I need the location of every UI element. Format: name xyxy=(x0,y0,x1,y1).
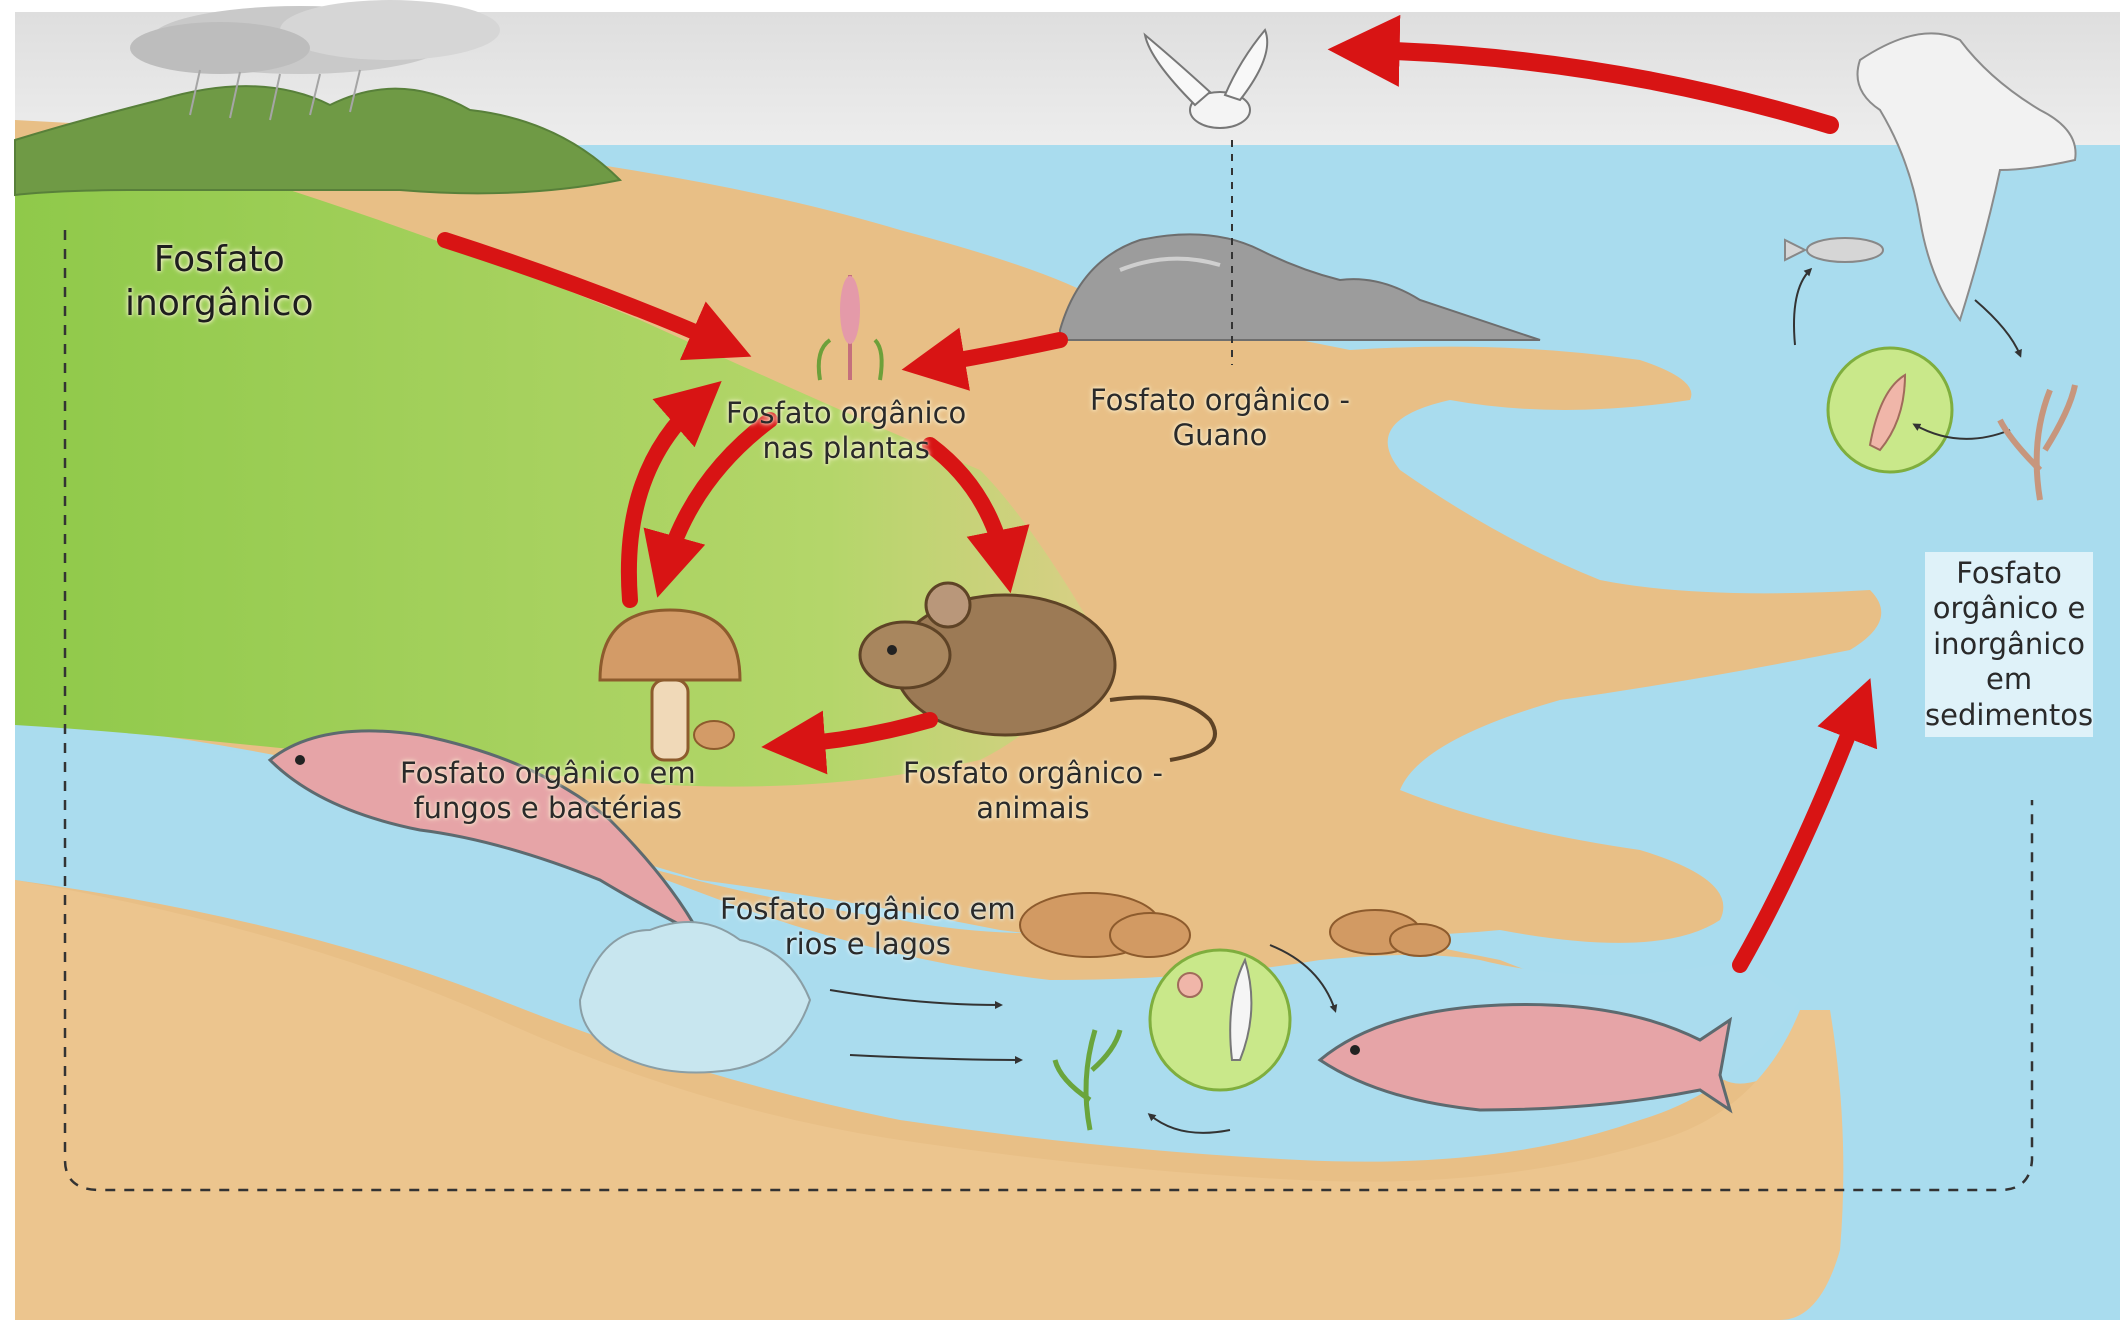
label-line: em xyxy=(1925,662,2093,697)
label-line: Fosfato orgânico em xyxy=(720,892,1016,927)
label-line: fungos e bactérias xyxy=(400,791,696,826)
label-line: Fosfato xyxy=(125,238,314,282)
label-rivers-phosphate: Fosfato orgânico em rios e lagos xyxy=(720,892,1016,963)
label-line: Fosfato xyxy=(1925,556,2093,591)
label-sediments-phosphate: Fosfato orgânico e inorgânico em sedimen… xyxy=(1925,552,2093,737)
label-line: Fosfato orgânico xyxy=(726,396,966,431)
label-line: Fosfato orgânico - xyxy=(1090,383,1350,418)
plankton-circle xyxy=(1828,348,1952,472)
label-line: inorgânico xyxy=(125,282,314,326)
label-animals-phosphate: Fosfato orgânico - animais xyxy=(903,756,1163,827)
label-line: Fosfato orgânico em xyxy=(400,756,696,791)
label-line: inorgânico xyxy=(1925,627,2093,662)
label-line: sedimentos xyxy=(1925,698,2093,733)
label-line: orgânico e xyxy=(1925,591,2093,626)
label-guano-phosphate: Fosfato orgânico - Guano xyxy=(1090,383,1350,454)
river-plankton-circle xyxy=(1150,950,1290,1090)
label-line: Fosfato orgânico - xyxy=(903,756,1163,791)
label-line: rios e lagos xyxy=(720,927,1016,962)
label-line: Guano xyxy=(1090,418,1350,453)
label-line: nas plantas xyxy=(726,431,966,466)
label-inorganic-phosphate: Fosfato inorgânico xyxy=(125,238,314,326)
label-line: animais xyxy=(903,791,1163,826)
label-plants-phosphate: Fosfato orgânico nas plantas xyxy=(726,396,966,467)
label-fungi-phosphate: Fosfato orgânico em fungos e bactérias xyxy=(400,756,696,827)
